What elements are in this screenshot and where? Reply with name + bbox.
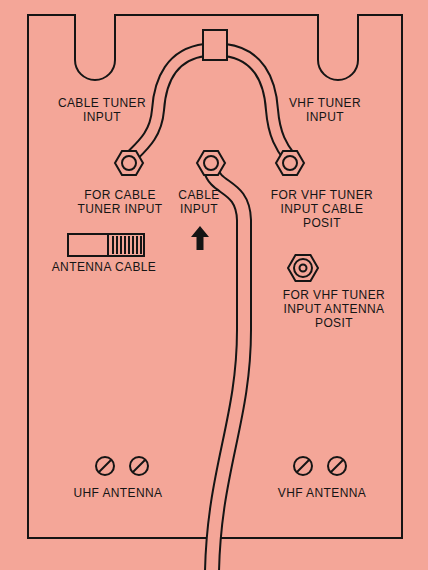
connector-label: FOR CABLE TUNER INPUT (70, 188, 170, 216)
cable-input-lead (211, 170, 244, 570)
tuner-cables (130, 50, 290, 158)
slide-switch (68, 234, 144, 256)
terminal-label: UHF ANTENNA (63, 486, 173, 500)
panel-outline (28, 15, 402, 538)
hex-connectors (115, 151, 304, 175)
screw-terminals (96, 457, 346, 475)
connector-label: FOR VHF TUNER INPUT ANTENNA POSIT (278, 288, 390, 330)
port-label: VHF TUNER INPUT (285, 96, 365, 124)
f-connector (288, 255, 318, 281)
terminal-label: VHF ANTENNA (267, 486, 377, 500)
switch-label: ANTENNA CABLE (49, 260, 159, 274)
port-label: CABLE TUNER INPUT (54, 96, 150, 124)
center-tab (203, 30, 227, 60)
connector-label: CABLE INPUT (176, 188, 222, 216)
connector-label: FOR VHF TUNER INPUT CABLE POSIT (268, 188, 376, 230)
arrow-symbol (191, 226, 209, 250)
